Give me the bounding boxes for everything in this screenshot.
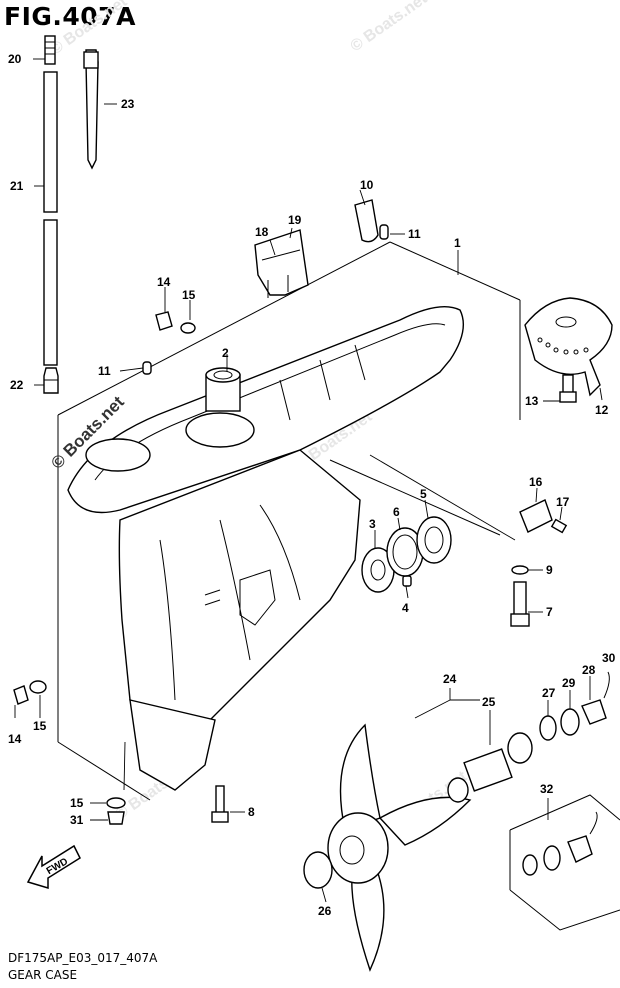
propeller [303, 723, 472, 972]
callout-11-top: 11 [408, 227, 421, 241]
callout-29: 29 [562, 676, 576, 690]
tie-wrap [83, 49, 99, 170]
callout-1: 1 [454, 236, 461, 250]
callout-3: 3 [369, 517, 376, 531]
callout-16: 16 [529, 475, 543, 489]
callout-15-bottom: 15 [70, 796, 84, 810]
callout-14-left: 14 [8, 732, 22, 746]
callout-25: 25 [482, 695, 496, 709]
callout-15-top: 15 [182, 288, 196, 302]
fwd-label: FWD [45, 856, 70, 877]
callout-14-top: 14 [157, 275, 171, 289]
callout-22: 22 [10, 378, 24, 392]
callout-6: 6 [393, 505, 400, 519]
callout-32: 32 [540, 782, 554, 796]
callout-13: 13 [525, 394, 539, 408]
callout-28: 28 [582, 663, 596, 677]
assembly-frame [57, 241, 521, 801]
prop-bushing [447, 732, 533, 803]
anode-bracket [254, 229, 309, 298]
callout-27: 27 [542, 686, 556, 700]
callout-20: 20 [8, 52, 22, 66]
callout-21: 21 [10, 179, 24, 193]
callout-10: 10 [360, 178, 374, 192]
callout-4: 4 [402, 601, 409, 615]
callout-26: 26 [318, 904, 332, 918]
drain-plug-left [13, 680, 47, 705]
prop-nut-kit-box [509, 794, 620, 931]
bolt-and-washer [510, 565, 530, 627]
water-inlet-pipe [354, 199, 389, 243]
fwd-arrow-icon: FWD [26, 844, 81, 890]
faint-watermark: © Boats.net [348, 0, 431, 55]
callout-31: 31 [70, 813, 84, 827]
trim-tab-bolt [559, 374, 577, 403]
bracket-and-screw [519, 499, 568, 534]
callout-19: 19 [288, 213, 302, 227]
part-callouts: 1 2 3 4 5 6 7 8 9 10 11 11 12 13 14 14 1… [8, 52, 616, 918]
gear-case-body [67, 305, 464, 791]
drain-plug-bottom [106, 797, 126, 825]
callout-12: 12 [595, 403, 609, 417]
drive-shaft [43, 35, 59, 394]
callout-7: 7 [546, 605, 553, 619]
callout-30: 30 [602, 651, 616, 665]
figure-code: DF175AP_E03_017_407A [8, 951, 158, 965]
leader-lines [14, 58, 603, 903]
plug-and-gasket-top [142, 311, 196, 375]
callout-5: 5 [420, 487, 427, 501]
callout-24: 24 [443, 672, 457, 686]
callout-2: 2 [222, 346, 229, 360]
prop-nut-set [539, 671, 610, 741]
seal-housing [361, 516, 452, 593]
figure-caption: GEAR CASE [8, 968, 78, 982]
callout-17: 17 [556, 495, 570, 509]
callout-11-left: 11 [98, 364, 111, 378]
callout-23: 23 [121, 97, 135, 111]
bottom-bolt [211, 785, 229, 823]
callout-15-left: 15 [33, 719, 47, 733]
trim-tab [524, 297, 613, 397]
callout-8: 8 [248, 805, 255, 819]
callout-18: 18 [255, 225, 269, 239]
callout-9: 9 [546, 563, 553, 577]
figure-title: FIG.407A [4, 2, 136, 31]
